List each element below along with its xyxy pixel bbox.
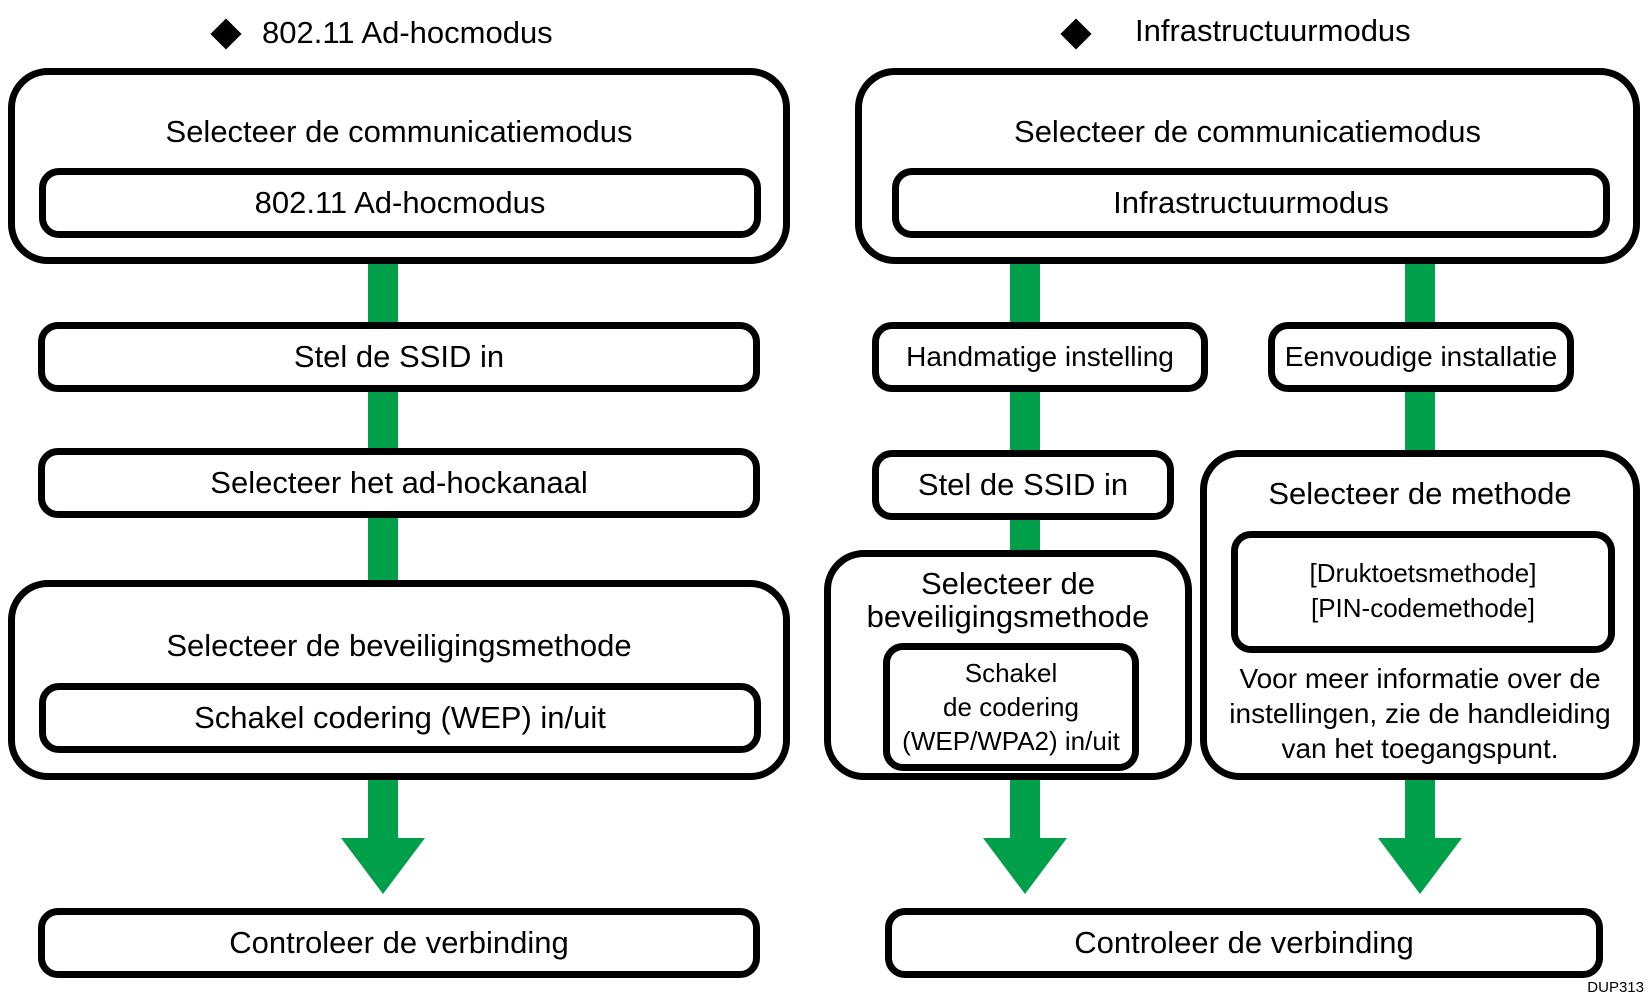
easy-method-option-push: [Druktoetsmethode]: [1309, 558, 1537, 588]
easy-note-3: van het toegangspunt.: [1281, 733, 1559, 764]
right-check-connection: Controleer de verbinding: [885, 908, 1603, 978]
easy-method-title: Selecteer de methode: [1268, 476, 1572, 511]
left-mode-value: 802.11 Ad-hocmodus: [254, 185, 546, 220]
easy-method-box: Selecteer de methode [Druktoetsmethode] …: [1200, 450, 1640, 780]
arrow-easy-head: [1378, 838, 1462, 894]
connector-left-2: [368, 388, 398, 448]
left-security-title: Selecteer de beveiligingsmethode: [166, 628, 632, 663]
arrow-manual-shaft: [1010, 776, 1040, 840]
left-mode-box: Selecteer de communicatiemodus 802.11 Ad…: [8, 68, 790, 264]
right-heading-diamond-icon: [1060, 18, 1092, 50]
easy-setup-label: Eenvoudige installatie: [1284, 341, 1558, 372]
connector-manual-2: [1010, 388, 1040, 454]
left-mode-value-box: 802.11 Ad-hocmodus: [39, 168, 761, 238]
right-check-label: Controleer de verbinding: [1074, 925, 1414, 960]
left-step-ssid: Stel de SSID in: [38, 322, 760, 392]
manual-setup-box: Handmatige instelling: [872, 322, 1208, 392]
arrow-manual-head: [983, 838, 1067, 894]
easy-setup-box: Eenvoudige installatie: [1268, 322, 1574, 392]
right-mode-value: Infrastructuurmodus: [1113, 185, 1389, 220]
connector-left-3: [368, 514, 398, 584]
arrow-left-shaft: [368, 776, 398, 840]
manual-step-ssid: Stel de SSID in: [872, 450, 1174, 520]
manual-security-value-box: Schakel de codering (WEP/WPA2) in/uit: [883, 643, 1139, 771]
left-check-label: Controleer de verbinding: [229, 925, 569, 960]
right-mode-box-title: Selecteer de communicatiemodus: [1014, 114, 1481, 149]
manual-security-box: Selecteer de beveiligingsmethode Schakel…: [824, 550, 1192, 780]
easy-method-option-pin: [PIN-codemethode]: [1310, 593, 1535, 623]
left-step-ssid-label: Stel de SSID in: [293, 339, 505, 374]
right-mode-value-box: Infrastructuurmodus: [892, 168, 1610, 238]
arrow-easy-shaft: [1405, 776, 1435, 840]
manual-security-title-1: Selecteer de: [920, 566, 1096, 601]
easy-method-options-box: [Druktoetsmethode] [PIN-codemethode]: [1231, 531, 1615, 653]
right-mode-box: Selecteer de communicatiemodus Infrastru…: [855, 68, 1640, 264]
manual-setup-label: Handmatige instelling: [906, 341, 1174, 372]
left-check-connection: Controleer de verbinding: [38, 908, 760, 978]
arrow-left-head: [341, 838, 425, 894]
left-security-box: Selecteer de beveiligingsmethode Schakel…: [8, 580, 790, 780]
left-heading-diamond-icon: [210, 18, 242, 50]
left-security-value: Schakel codering (WEP) in/uit: [194, 700, 606, 735]
figure-id: DUP313: [1587, 979, 1644, 996]
connector-manual-3: [1010, 514, 1040, 554]
left-security-value-box: Schakel codering (WEP) in/uit: [39, 683, 761, 753]
right-heading: Infrastructuurmodus: [1135, 13, 1411, 48]
manual-step-ssid-label: Stel de SSID in: [917, 467, 1129, 502]
left-step-channel: Selecteer het ad-hockanaal: [38, 448, 760, 518]
manual-security-value-3: (WEP/WPA2) in/uit: [902, 726, 1120, 756]
manual-security-value-2: de codering: [943, 692, 1079, 722]
left-mode-box-title: Selecteer de communicatiemodus: [165, 114, 633, 149]
connector-easy-2: [1405, 388, 1435, 454]
left-step-channel-label: Selecteer het ad-hockanaal: [210, 465, 588, 500]
left-heading: 802.11 Ad-hocmodus: [262, 15, 553, 50]
easy-note-1: Voor meer informatie over de: [1239, 663, 1601, 694]
easy-note-2: instellingen, zie de handleiding: [1229, 698, 1611, 729]
manual-security-value-1: Schakel: [964, 658, 1058, 688]
manual-security-title-2: beveiligingsmethode: [866, 599, 1150, 634]
